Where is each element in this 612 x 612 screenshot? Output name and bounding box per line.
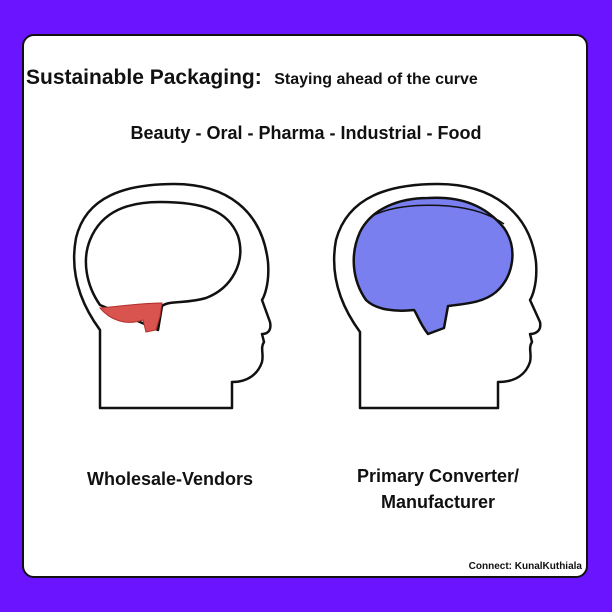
left-head bbox=[72, 182, 272, 410]
right-caption-line1: Primary Converter/ bbox=[356, 466, 520, 486]
right-head bbox=[332, 182, 542, 410]
right-caption-line2: Manufacturer bbox=[380, 492, 496, 512]
right-brain-fill bbox=[352, 196, 514, 336]
title: Sustainable Packaging: Staying ahead of … bbox=[26, 66, 586, 90]
credit-link[interactable]: Connect: KunalKuthiala bbox=[468, 561, 582, 572]
left-head-outline bbox=[72, 182, 272, 410]
left-brain-outline bbox=[84, 200, 242, 332]
right-brain-top-line bbox=[371, 204, 505, 225]
right-caption: Primary Converter/ Manufacturer bbox=[320, 463, 556, 515]
title-main: Sustainable Packaging: bbox=[26, 66, 262, 89]
left-brain-fill bbox=[99, 302, 163, 333]
title-subtitle: Staying ahead of the curve bbox=[274, 71, 478, 88]
left-caption: Wholesale-Vendors bbox=[86, 469, 254, 489]
industry-segments: Beauty - Oral - Pharma - Industrial - Fo… bbox=[130, 123, 482, 143]
